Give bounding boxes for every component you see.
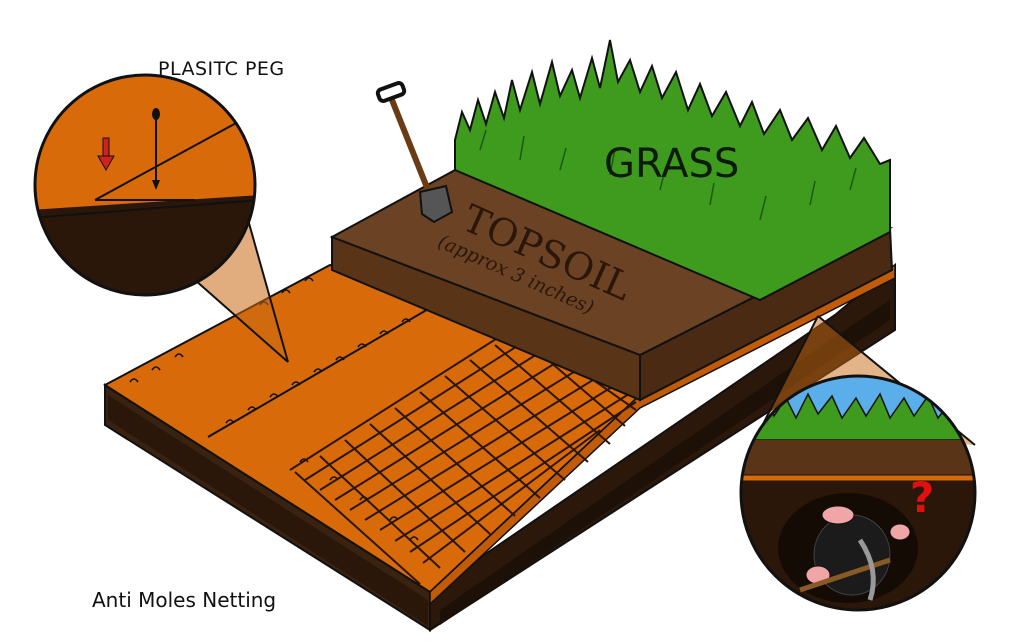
plastic-peg-icon	[152, 108, 160, 190]
grass-label: GRASS	[604, 141, 739, 187]
mesh-grid	[289, 329, 637, 585]
soil-block	[104, 262, 896, 632]
anti-moles-netting-label: Anti Moles Netting	[92, 588, 277, 612]
peg-magnifier	[33, 73, 289, 363]
spade-icon	[375, 81, 454, 224]
grass-block	[454, 39, 891, 302]
pickaxe-icon	[799, 538, 891, 601]
topsoil-block	[329, 168, 894, 402]
down-arrow-icon	[97, 137, 115, 172]
plastic-peg-label: PLASITC PEG	[158, 58, 285, 80]
question-mark: ?	[910, 473, 934, 522]
